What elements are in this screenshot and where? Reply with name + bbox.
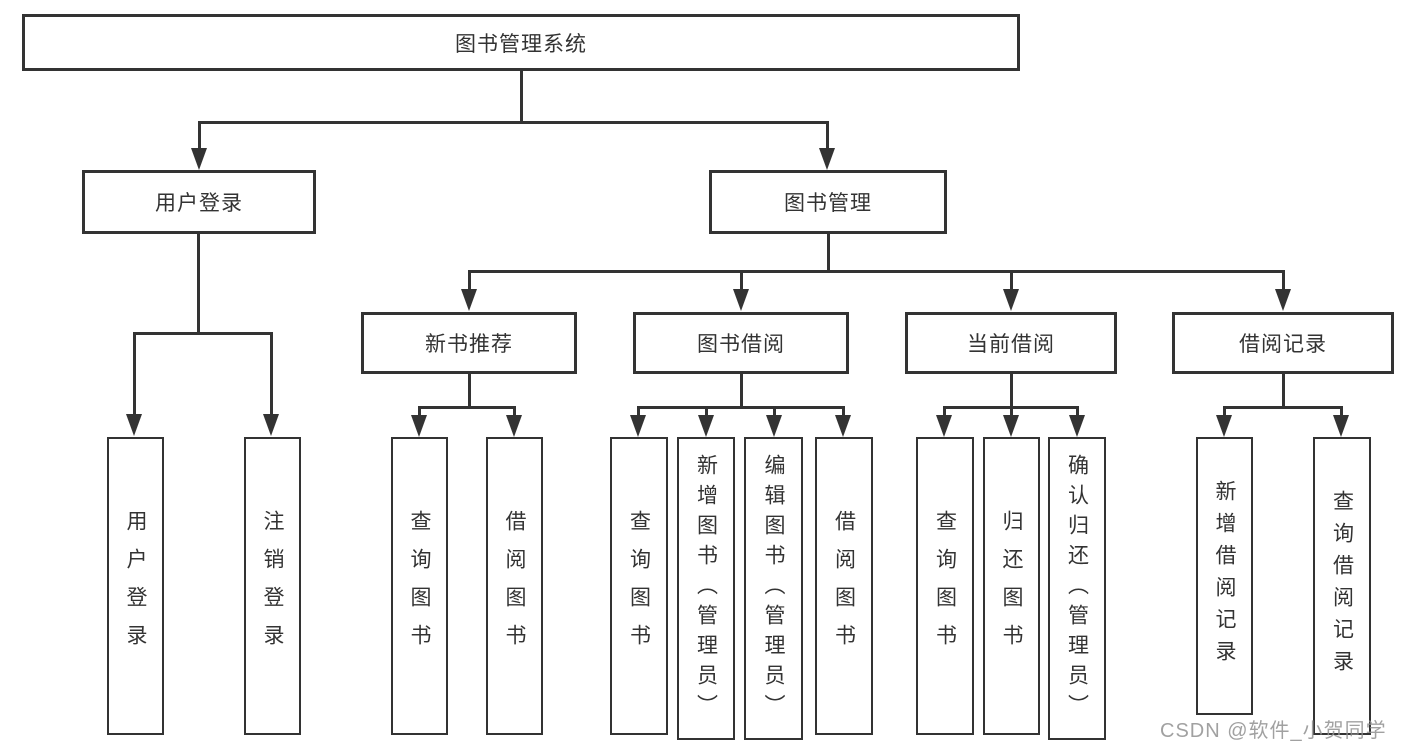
- leaf-cb-confirm-label: 确认归还（管理员）: [1065, 453, 1089, 724]
- connector-drop-borrowing: [740, 270, 743, 290]
- connector-new-books-stem: [468, 374, 471, 409]
- arrow-down-icon: [191, 148, 207, 170]
- arrow-down-icon: [1333, 415, 1349, 437]
- connector-drop-borrow-records: [1282, 270, 1285, 290]
- leaf-nb-query: 查询图书: [391, 437, 448, 735]
- arrow-down-icon: [126, 414, 142, 436]
- connector-drop-nb-borrow: [513, 406, 516, 418]
- node-borrowing-label: 图书借阅: [697, 333, 785, 356]
- arrow-down-icon: [835, 415, 851, 437]
- connector-borrowing-stem: [740, 374, 743, 409]
- arrow-down-icon: [936, 415, 952, 437]
- leaf-rc-query-label: 查询借阅记录: [1330, 490, 1354, 682]
- arrow-down-icon: [1216, 415, 1232, 437]
- leaf-bb-query-label: 查询图书: [627, 510, 651, 662]
- leaf-cb-query-label: 查询图书: [933, 510, 957, 662]
- connector-drop-nb-query: [418, 406, 421, 418]
- leaf-bb-query: 查询图书: [610, 437, 668, 735]
- node-root-label: 图书管理系统: [455, 32, 587, 56]
- leaf-rc-add-label: 新增借阅记录: [1213, 480, 1236, 672]
- leaf-logout-label: 注销登录: [261, 510, 284, 662]
- arrow-down-icon: [733, 289, 749, 311]
- connector-drop-bb-add: [705, 406, 708, 418]
- arrow-down-icon: [1275, 289, 1291, 311]
- connector-drop-cb-return: [1010, 406, 1013, 418]
- node-borrow-records-label: 借阅记录: [1239, 333, 1327, 356]
- connector-root-stem: [520, 70, 523, 123]
- leaf-bb-add: 新增图书（管理员）: [677, 437, 735, 740]
- connector-root-split: [198, 121, 829, 124]
- connector-drop-bb-edit: [773, 406, 776, 418]
- node-current-borrow-label: 当前借阅: [967, 333, 1055, 356]
- connector-drop-cb-query: [943, 406, 946, 418]
- arrow-down-icon: [1069, 415, 1085, 437]
- connector-drop-cb-confirm: [1076, 406, 1079, 418]
- leaf-nb-query-label: 查询图书: [408, 510, 431, 662]
- leaf-cb-return: 归还图书: [983, 437, 1040, 735]
- leaf-bb-add-label: 新增图书（管理员）: [694, 453, 718, 724]
- arrow-down-icon: [698, 415, 714, 437]
- leaf-nb-borrow-label: 借阅图书: [503, 510, 526, 662]
- leaf-rc-add: 新增借阅记录: [1196, 437, 1253, 715]
- csdn-watermark: CSDN @软件_小贺同学: [1160, 720, 1387, 742]
- connector-current-stem: [1010, 374, 1013, 409]
- leaf-user-login: 用户登录: [107, 437, 164, 735]
- node-borrow-records: 借阅记录: [1172, 312, 1394, 374]
- leaf-cb-confirm: 确认归还（管理员）: [1048, 437, 1106, 740]
- arrow-down-icon: [766, 415, 782, 437]
- connector-drop-leaf-logout: [270, 332, 273, 416]
- connector-records-split: [1223, 406, 1343, 409]
- leaf-rc-query: 查询借阅记录: [1313, 437, 1371, 735]
- connector-drop-book-mgmt: [826, 121, 829, 149]
- node-user-login-group: 用户登录: [82, 170, 316, 234]
- arrow-down-icon: [263, 414, 279, 436]
- arrow-down-icon: [1003, 289, 1019, 311]
- connector-book-mgmt-split: [468, 270, 1285, 273]
- connector-drop-rc-add: [1223, 406, 1226, 418]
- leaf-bb-edit: 编辑图书（管理员）: [744, 437, 803, 740]
- leaf-bb-edit-label: 编辑图书（管理员）: [762, 453, 785, 724]
- arrow-down-icon: [630, 415, 646, 437]
- connector-book-mgmt-stem: [827, 234, 830, 273]
- leaf-bb-borrow: 借阅图书: [815, 437, 873, 735]
- connector-new-books-split: [418, 406, 516, 409]
- connector-drop-new-books: [468, 270, 471, 290]
- leaf-bb-borrow-label: 借阅图书: [832, 510, 856, 662]
- node-borrowing: 图书借阅: [633, 312, 849, 374]
- leaf-cb-return-label: 归还图书: [1000, 510, 1023, 662]
- leaf-nb-borrow: 借阅图书: [486, 437, 543, 735]
- node-book-mgmt-group-label: 图书管理: [784, 192, 872, 215]
- leaf-cb-query: 查询图书: [916, 437, 974, 735]
- leaf-user-login-label: 用户登录: [124, 510, 147, 662]
- node-book-mgmt-group: 图书管理: [709, 170, 947, 234]
- connector-user-login-stem: [197, 234, 200, 334]
- connector-records-stem: [1282, 374, 1285, 409]
- leaf-logout: 注销登录: [244, 437, 301, 735]
- node-new-books-label: 新书推荐: [425, 333, 513, 356]
- connector-drop-user-login: [198, 121, 201, 149]
- arrow-down-icon: [819, 148, 835, 170]
- connector-user-login-split: [133, 332, 273, 335]
- arrow-down-icon: [411, 415, 427, 437]
- node-new-books: 新书推荐: [361, 312, 577, 374]
- node-root: 图书管理系统: [22, 14, 1020, 71]
- arrow-down-icon: [461, 289, 477, 311]
- arrow-down-icon: [506, 415, 522, 437]
- connector-drop-leaf-user-login: [133, 332, 136, 416]
- connector-drop-bb-borrow: [842, 406, 845, 418]
- connector-borrowing-split: [637, 406, 845, 409]
- connector-drop-rc-query: [1340, 406, 1343, 418]
- arrow-down-icon: [1003, 415, 1019, 437]
- connector-drop-current-borrow: [1010, 270, 1013, 290]
- node-current-borrow: 当前借阅: [905, 312, 1117, 374]
- connector-drop-bb-query: [637, 406, 640, 418]
- node-user-login-group-label: 用户登录: [155, 192, 243, 215]
